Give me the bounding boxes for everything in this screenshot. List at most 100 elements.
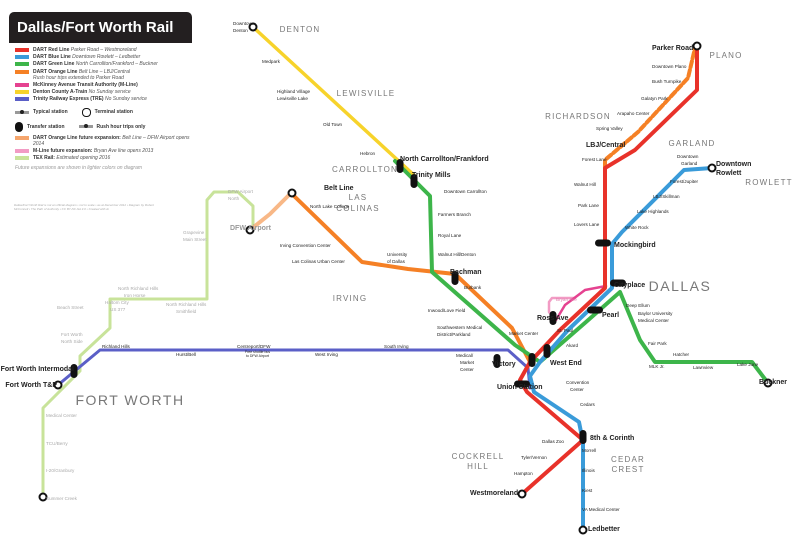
station-label: 8th & Corinth: [590, 435, 634, 442]
transfer-station-marker: [595, 239, 611, 247]
legend-line-note: Downtown Rowlett – Ledbetter: [72, 54, 141, 61]
station-label: Fair Park: [648, 341, 667, 346]
station-label: Lovers Lane: [574, 222, 600, 227]
rush-hour-key: Rush hour trips only: [78, 122, 145, 132]
transfer-station-icon: [15, 121, 23, 132]
station-label: Union Station: [497, 384, 543, 391]
legend-line-name: McKinney Avenue Transit Authority (M-Lin…: [33, 82, 138, 89]
region-label: CREST: [611, 465, 644, 474]
station-label: Downtown: [677, 154, 699, 159]
transfer-station-marker: [543, 344, 551, 358]
station-markers: [38, 22, 773, 535]
station-label: Southwestern Medical: [437, 325, 482, 330]
station-label: Medical Center: [46, 413, 77, 418]
legend-line-name: M-Line future expansion:: [33, 148, 94, 155]
orange-line-future: [248, 192, 292, 232]
legend-swatch: [15, 156, 29, 161]
legend-symbols-2: Transfer station Rush hour trips only: [15, 121, 192, 132]
transfer-station-marker: [528, 353, 536, 367]
terminal-station-marker: [38, 492, 48, 502]
legend-line-item: McKinney Avenue Transit Authority (M-Lin…: [15, 82, 192, 88]
station-label: Summer Creek: [46, 496, 78, 501]
region-label: IRVING: [333, 294, 368, 303]
legend-swatch: [15, 62, 29, 67]
terminal-station-marker: [248, 22, 258, 32]
transfer-station-marker: [70, 364, 78, 378]
region-label: HILL: [467, 462, 489, 471]
station-label: of Dallas: [387, 259, 406, 264]
legend-future: DART Orange Line future expansion: Belt …: [15, 135, 192, 162]
transfer-station-marker: [493, 354, 501, 368]
rail-lines: [56, 25, 770, 532]
station-label: Hampton: [514, 471, 533, 476]
transfer-station-marker: [610, 279, 626, 287]
station-label: Farmers Branch: [438, 212, 471, 217]
legend-body: DART Red Line Parker Road – Westmoreland…: [9, 43, 192, 172]
station-label: Medical Center: [638, 318, 669, 323]
legend-line-name: Trinity Railway Express (TRE): [33, 96, 105, 103]
station-label: Center: [570, 387, 584, 392]
terminal-station-marker: [245, 225, 255, 235]
terminal-station-marker: [578, 525, 588, 535]
map-title: Dallas/Fort Worth Rail: [9, 12, 192, 43]
legend-line-note: Estimated opening 2016: [56, 155, 111, 162]
station-label: US 377: [110, 307, 126, 312]
station-label: North Richland Hills: [166, 302, 207, 307]
station-label: North Carrollton/Frankford: [400, 156, 489, 163]
station-label: DFW Airport: [228, 189, 254, 194]
station-label: Grapevine: [183, 230, 205, 235]
station-label: Inwood/Love Field: [428, 308, 466, 313]
station-label: Downtown Carrollton: [444, 189, 487, 194]
station-label: Medpark: [262, 59, 281, 64]
terminal-station-marker: [707, 163, 717, 173]
legend-lines: DART Red Line Parker Road – Westmoreland…: [15, 47, 192, 103]
station-label: Hebron: [360, 151, 376, 156]
transfer-station-marker: [451, 271, 459, 285]
legend-swatch: [15, 69, 29, 74]
terminal-station-marker: [763, 378, 773, 388]
station-label: Bachman: [450, 269, 482, 276]
station-label: Spring Valley: [596, 126, 623, 131]
station-label: Forest Lane: [582, 157, 607, 162]
legend-text: Trinity Railway Express (TRE) No Sunday …: [33, 96, 147, 102]
rush-hour-icon: [78, 124, 93, 129]
a-train-line: [251, 25, 417, 178]
region-label: ROWLETT: [745, 178, 793, 187]
station-label: Walnut Hill/Denton: [438, 252, 476, 257]
station-label: Haltom City: [105, 300, 129, 305]
station-label: Deep Ellum: [626, 303, 650, 308]
station-label: Fort Worth: [61, 332, 83, 337]
region-label: COLINAS: [336, 204, 380, 213]
m-line: [554, 284, 608, 322]
legend-future-item: M-Line future expansion: Bryan Ave line …: [15, 148, 192, 154]
transfer-station-marker: [579, 430, 587, 444]
station-label: Park Lane: [578, 203, 599, 208]
station-label: Baylor University: [638, 311, 673, 316]
legend-text: Denton County A-Train No Sunday service: [33, 89, 131, 95]
transfer-station-marker: [396, 159, 404, 173]
station-label: Convention: [566, 380, 590, 385]
terminal-station-marker: [287, 188, 297, 198]
legend-line-item: DART Orange Line Belt Line – LBJ/Central…: [15, 69, 192, 81]
station-label: DFW Airport: [230, 225, 272, 232]
region-label: PLANO: [709, 51, 742, 60]
station-label: North Richland Hills: [118, 286, 159, 291]
red-line: [518, 44, 699, 496]
legend-line-name: DART Blue Line: [33, 54, 73, 61]
station-label: Trinity Mills: [412, 172, 451, 179]
legend-swatch: [15, 149, 29, 154]
transfer-station-marker: [549, 311, 557, 325]
station-label: District/Parkland: [437, 332, 471, 337]
station-label: Bush Turnpike: [652, 79, 682, 84]
station-label: Galatyn Park: [641, 96, 668, 101]
station-label: Victory: [492, 361, 516, 368]
legend-line-name: TEX Rail:: [33, 155, 57, 162]
station-label: Denton: [233, 28, 248, 33]
legend-symbols: Typical station Terminal station: [15, 107, 192, 117]
station-label: Market: [460, 360, 475, 365]
region-label: DENTON: [280, 25, 321, 34]
legend-footer: Future expansions are shown in lighter c…: [15, 165, 143, 172]
station-label: TCU/Berry: [46, 441, 68, 446]
legend-text: DART Orange Line future expansion: Belt …: [33, 135, 192, 147]
